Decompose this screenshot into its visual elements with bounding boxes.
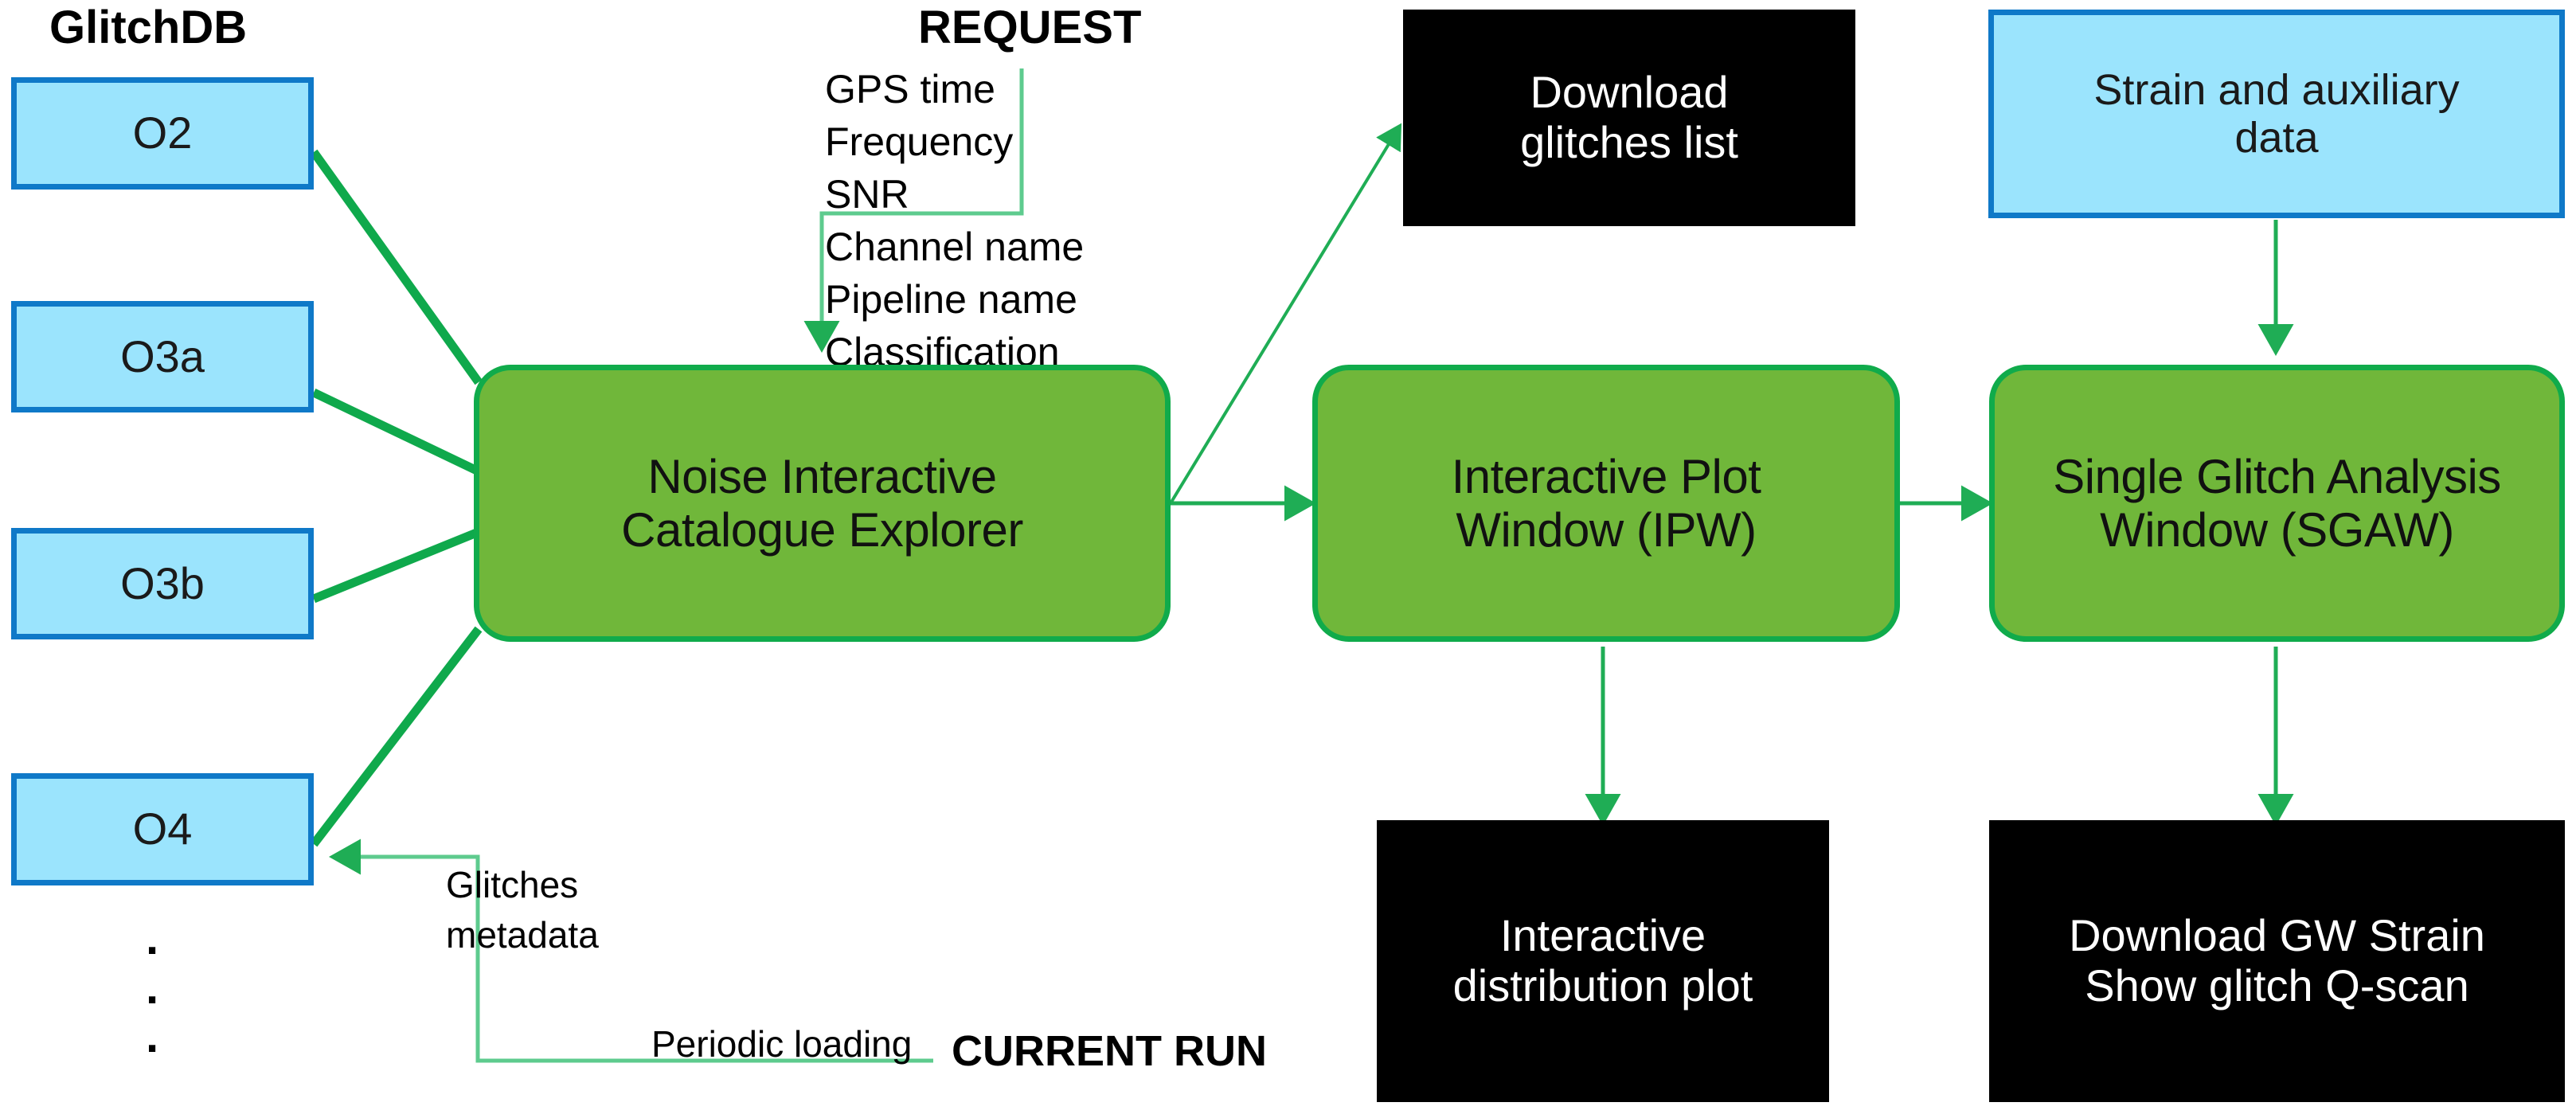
wire-o3a-to-nice bbox=[311, 389, 481, 475]
glitchdb-item-o3a-label: O3a bbox=[120, 330, 205, 381]
wire-o4-to-nice bbox=[310, 626, 483, 847]
download-glitches-list-line2: glitches list bbox=[1520, 117, 1738, 167]
output-download-gw-strain[interactable]: Download GW Strain Show glitch Q-scan bbox=[1989, 820, 2565, 1102]
annotation-glitches-metadata-line1: Glitches bbox=[446, 864, 579, 905]
input-strain-and-auxiliary-data[interactable]: Strain and auxiliary data bbox=[1988, 10, 2565, 218]
ipw-label-line2: Window (IPW) bbox=[1456, 503, 1757, 557]
process-interactive-plot-window[interactable]: Interactive Plot Window (IPW) bbox=[1312, 365, 1900, 642]
glitchdb-item-o2-label: O2 bbox=[132, 108, 193, 158]
wire-o2-to-nice bbox=[310, 149, 483, 385]
gw-strain-line2: Show glitch Q-scan bbox=[2085, 960, 2469, 1010]
glitchdb-item-o4-label: O4 bbox=[132, 803, 193, 854]
sgaw-label-line1: Single Glitch Analysis bbox=[2053, 449, 2501, 503]
request-field-gps-time: GPS time bbox=[825, 67, 995, 111]
glitchdb-ellipsis-dot-1: · bbox=[146, 924, 162, 976]
wire-o3b-to-nice bbox=[311, 527, 481, 604]
strain-aux-line2: data bbox=[2234, 114, 2319, 162]
sgaw-label-line2: Window (SGAW) bbox=[2100, 503, 2454, 557]
request-field-snr: SNR bbox=[825, 172, 909, 217]
strain-aux-line1: Strain and auxiliary bbox=[2093, 65, 2460, 114]
annotation-current-run: CURRENT RUN bbox=[952, 1027, 1267, 1075]
output-interactive-distribution-plot[interactable]: Interactive distribution plot bbox=[1377, 820, 1829, 1102]
process-noise-interactive-catalogue-explorer[interactable]: Noise Interactive Catalogue Explorer bbox=[474, 365, 1171, 642]
glitchdb-heading: GlitchDB bbox=[49, 2, 248, 53]
glitchdb-ellipsis-dot-3: · bbox=[146, 1022, 162, 1074]
ipw-label-line1: Interactive Plot bbox=[1451, 449, 1761, 503]
request-field-frequency: Frequency bbox=[825, 119, 1014, 164]
glitchdb-item-o3b-label: O3b bbox=[120, 557, 205, 608]
glitchdb-item-o4[interactable]: O4 bbox=[11, 773, 314, 885]
download-glitches-list-line1: Download bbox=[1530, 67, 1729, 118]
output-download-glitches-list[interactable]: Download glitches list bbox=[1403, 10, 1855, 226]
gw-strain-line1: Download GW Strain bbox=[2069, 910, 2485, 961]
annotation-periodic-loading: Periodic loading bbox=[651, 1023, 913, 1065]
glitchdb-item-o3b[interactable]: O3b bbox=[11, 528, 314, 639]
nice-label-line1: Noise Interactive bbox=[647, 449, 997, 503]
request-heading: REQUEST bbox=[918, 2, 1142, 53]
glitchdb-item-o3a[interactable]: O3a bbox=[11, 301, 314, 412]
distribution-plot-line2: distribution plot bbox=[1452, 960, 1753, 1010]
nice-label-line2: Catalogue Explorer bbox=[621, 503, 1023, 557]
request-field-channel-name: Channel name bbox=[825, 225, 1085, 269]
request-field-pipeline-name: Pipeline name bbox=[825, 277, 1077, 322]
annotation-glitches-metadata-line2: metadata bbox=[446, 914, 599, 956]
process-single-glitch-analysis-window[interactable]: Single Glitch Analysis Window (SGAW) bbox=[1989, 365, 2565, 642]
distribution-plot-line1: Interactive bbox=[1499, 910, 1706, 961]
glitchdb-item-o2[interactable]: O2 bbox=[11, 77, 314, 190]
glitchdb-ellipsis-dot-2: · bbox=[146, 974, 162, 1026]
